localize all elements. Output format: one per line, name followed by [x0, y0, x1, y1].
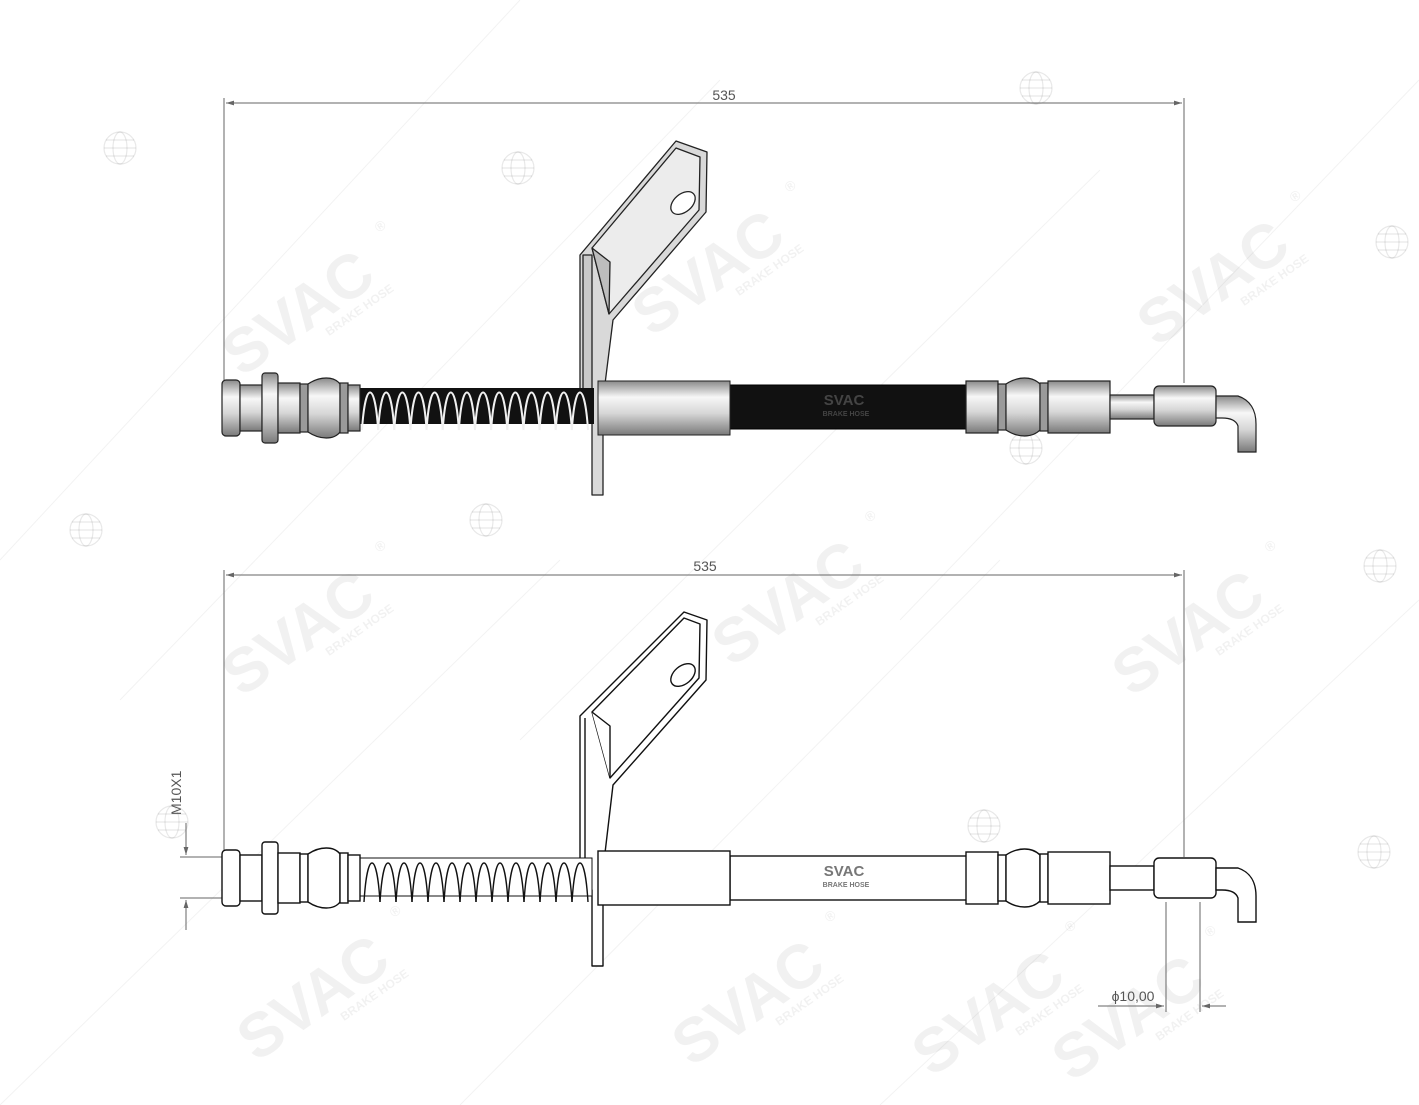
spring-coil — [523, 862, 541, 903]
watermark-line — [879, 599, 1419, 1105]
spring-coil — [570, 391, 589, 431]
top-left-fitting — [221, 372, 361, 444]
spring-coil — [425, 391, 444, 431]
spring-coil — [409, 391, 428, 431]
globe-icon — [69, 513, 103, 547]
spring-coil — [539, 862, 557, 903]
spring-coil — [361, 391, 380, 431]
spring-coil — [411, 862, 429, 903]
bottom-length-label: 535 — [693, 558, 717, 574]
globe-icon — [1357, 835, 1391, 869]
svg-text:®: ® — [861, 506, 879, 525]
spring-coil — [490, 391, 509, 431]
spring-coil — [395, 862, 413, 903]
bottom-spring-coils — [363, 862, 589, 903]
spring-coil — [441, 391, 460, 431]
spring-coil — [427, 862, 445, 903]
bottom-hose-brand: SVAC — [824, 863, 865, 880]
spring-coil — [459, 862, 477, 903]
top-view: 535 SVAC BRAKE HOSE — [221, 87, 1257, 496]
top-right-fitting — [965, 377, 1257, 453]
spring-coil — [507, 862, 525, 903]
globe-icon — [1363, 549, 1397, 583]
spring-coil — [363, 862, 381, 903]
thread-label: M10X1 — [168, 770, 184, 815]
bottom-dimension-535 — [223, 570, 1185, 857]
globe-icon — [469, 503, 503, 537]
globe-icon — [1375, 225, 1409, 259]
watermark-line — [0, 0, 521, 561]
bottom-hose-tube — [729, 855, 971, 901]
globe-icon — [967, 809, 1001, 843]
diameter-dimension — [1098, 902, 1226, 1012]
watermark-line — [899, 79, 1419, 621]
bottom-bracket — [579, 611, 708, 967]
spring-coil — [474, 391, 493, 431]
svg-text:®: ® — [1201, 921, 1219, 940]
top-sleeve — [597, 380, 731, 436]
spring-coil — [379, 862, 397, 903]
bottom-view: 535 M10X1 ϕ10,00 — [168, 558, 1257, 1012]
thread-dimension — [180, 823, 222, 930]
svg-text:®: ® — [371, 216, 389, 235]
spring-coil — [491, 862, 509, 903]
spring-coil — [475, 862, 493, 903]
top-dimension-535 — [223, 98, 1185, 383]
spring-coil — [457, 391, 476, 431]
svg-text:®: ® — [1261, 536, 1279, 555]
bottom-left-fitting — [221, 841, 361, 915]
svg-text:®: ® — [781, 176, 799, 195]
bottom-hose-tagline: BRAKE HOSE — [823, 882, 870, 889]
spring-coil — [538, 391, 557, 431]
watermark-line — [459, 559, 1001, 1105]
top-hose-brand: SVAC — [824, 392, 865, 409]
top-length-label: 535 — [712, 87, 736, 103]
watermark-line — [519, 169, 1101, 741]
top-hose-tagline: BRAKE HOSE — [823, 411, 870, 418]
globe-icon — [155, 805, 189, 839]
top-spring-coils — [361, 391, 589, 431]
watermark-line — [0, 559, 561, 1105]
globe-icon — [1019, 71, 1053, 105]
top-hose-tube — [729, 384, 971, 430]
spring-coil — [443, 862, 461, 903]
svg-text:®: ® — [821, 906, 839, 925]
spring-coil — [555, 862, 573, 903]
globe-icon — [1009, 431, 1043, 465]
globe-icon — [501, 151, 535, 185]
spring-coil — [554, 391, 573, 431]
spring-coil — [522, 391, 541, 431]
svg-text:®: ® — [371, 536, 389, 555]
bottom-right-fitting — [965, 848, 1257, 923]
bottom-sleeve — [597, 850, 731, 906]
top-bracket — [579, 140, 708, 496]
globe-icon — [103, 131, 137, 165]
spring-coil — [377, 391, 396, 431]
spring-coil — [393, 391, 412, 431]
svg-text:®: ® — [386, 901, 404, 920]
spring-coil — [571, 862, 589, 903]
diameter-label: ϕ10,00 — [1112, 988, 1155, 1004]
spring-coil — [506, 391, 525, 431]
